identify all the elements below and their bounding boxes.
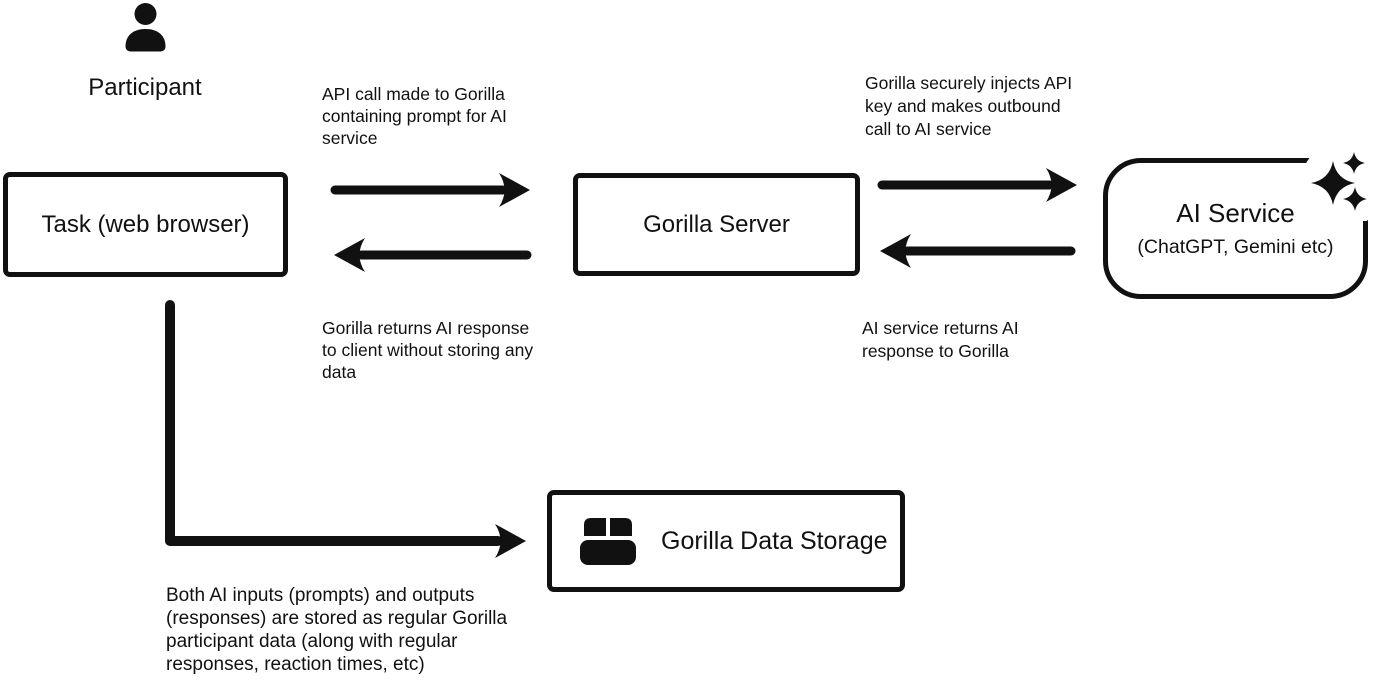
annotation-ai-returns: AI service returns AI response to Gorill… <box>862 317 1019 363</box>
annotation-line: response to Gorilla <box>862 341 1009 361</box>
annotation-line: responses, reaction times, etc) <box>166 654 425 675</box>
annotation-line: containing prompt for AI <box>322 106 507 126</box>
annotation-line: AI service returns AI <box>862 318 1019 338</box>
annotation-securely-injects: Gorilla securely injects API key and mak… <box>865 72 1072 141</box>
annotation-line: to client without storing any <box>322 340 534 360</box>
annotation-line: API call made to Gorilla <box>322 84 505 104</box>
node-ai-service-label: AI Service <box>1176 198 1295 228</box>
arrow-task-to-server <box>330 173 530 207</box>
node-gorilla-data-storage-label: Gorilla Data Storage <box>661 526 888 555</box>
node-gorilla-server-label: Gorilla Server <box>643 210 790 238</box>
arrow-server-to-ai <box>877 168 1077 202</box>
annotation-line: key and makes outbound <box>865 96 1061 116</box>
annotation-line: Gorilla securely injects API <box>865 73 1073 93</box>
node-task-label: Task (web browser) <box>41 210 250 238</box>
arrow-server-to-task <box>334 238 532 272</box>
arrow-ai-to-server <box>880 234 1076 268</box>
annotation-line: service <box>322 128 378 148</box>
annotation-api-call: API call made to Gorilla containing prom… <box>322 83 507 149</box>
node-ai-service-sublabel: (ChatGPT, Gemini etc) <box>1137 236 1334 258</box>
annotation-line: Both AI inputs (prompts) and outputs <box>166 585 475 606</box>
annotation-line: (responses) are stored as regular Gorill… <box>166 608 508 629</box>
package-icon <box>580 518 636 565</box>
annotation-line: participant data (along with regular <box>166 631 458 652</box>
annotation-storage-note: Both AI inputs (prompts) and outputs (re… <box>166 584 507 676</box>
annotation-line: call to AI service <box>865 119 992 139</box>
annotation-gorilla-returns: Gorilla returns AI response to client wi… <box>322 317 533 383</box>
participant-label: Participant <box>88 74 202 101</box>
person-icon <box>125 3 166 52</box>
node-gorilla-server: Gorilla Server <box>573 173 860 276</box>
sparkles-icon <box>1300 142 1380 221</box>
node-task: Task (web browser) <box>3 172 288 277</box>
annotation-line: Gorilla returns AI response <box>322 318 530 338</box>
annotation-line: data <box>322 362 357 382</box>
node-gorilla-data-storage: Gorilla Data Storage <box>547 490 905 592</box>
